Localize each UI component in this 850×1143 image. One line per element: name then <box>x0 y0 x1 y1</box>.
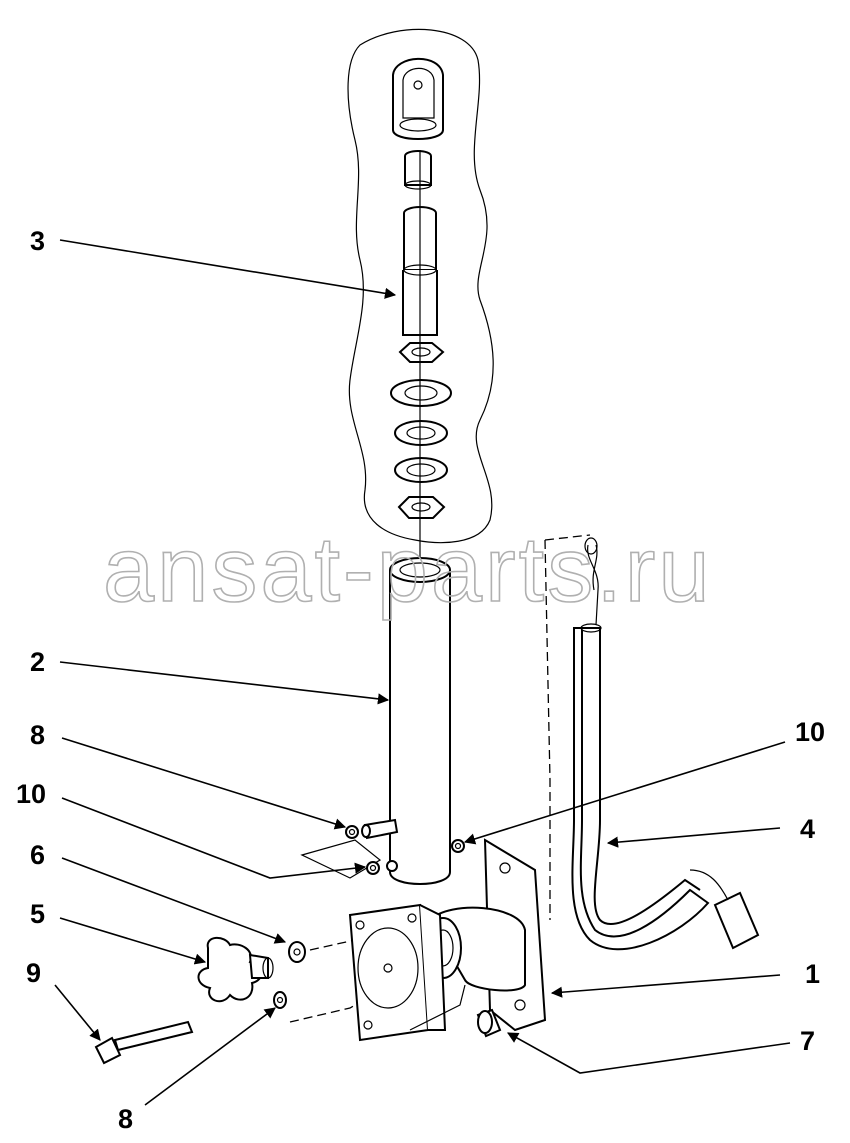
fastener-pin <box>361 818 399 840</box>
cable-part-4 <box>571 537 760 951</box>
washer-stack <box>390 379 452 483</box>
washer-small-upper-left <box>345 825 359 839</box>
assembly-dash-1 <box>544 539 551 920</box>
callout-1: 1 <box>805 959 820 989</box>
tube-part-2 <box>389 557 451 885</box>
callout-3: 3 <box>30 226 45 256</box>
hex-nut-upper <box>398 342 445 363</box>
watermark-text: ansat-parts.ru <box>103 519 713 621</box>
knob-housing <box>392 57 444 140</box>
bolt-part-9 <box>94 1020 194 1065</box>
detail-group-outline <box>347 28 494 544</box>
washer-small-mid <box>366 860 398 875</box>
washer-part-6 <box>288 941 306 963</box>
callout-labels: 3 2 8 10 6 5 9 8 10 4 1 7 <box>16 226 825 1134</box>
callout-6: 6 <box>30 840 45 870</box>
callout-4: 4 <box>800 814 815 844</box>
washer-part-8-lower <box>273 991 287 1009</box>
callout-8-lower: 8 <box>118 1104 133 1134</box>
cap-nut-part-7 <box>476 1008 502 1038</box>
leader-lines <box>54 239 791 1106</box>
small-cap <box>404 150 432 190</box>
callout-5: 5 <box>30 899 45 929</box>
assembly-dash-2 <box>544 534 591 541</box>
washer-small-right <box>451 839 465 853</box>
callout-8-upper: 8 <box>30 720 45 750</box>
callout-10-left: 10 <box>16 779 46 809</box>
callout-9: 9 <box>26 958 41 988</box>
callout-7: 7 <box>800 1026 815 1056</box>
square-flange <box>348 903 466 1042</box>
callout-10-right: 10 <box>795 717 825 747</box>
star-knob-part-5 <box>197 936 274 1003</box>
assembly-dash-4 <box>309 939 356 951</box>
hex-nut-lower <box>397 496 446 519</box>
callout-2: 2 <box>30 647 45 677</box>
